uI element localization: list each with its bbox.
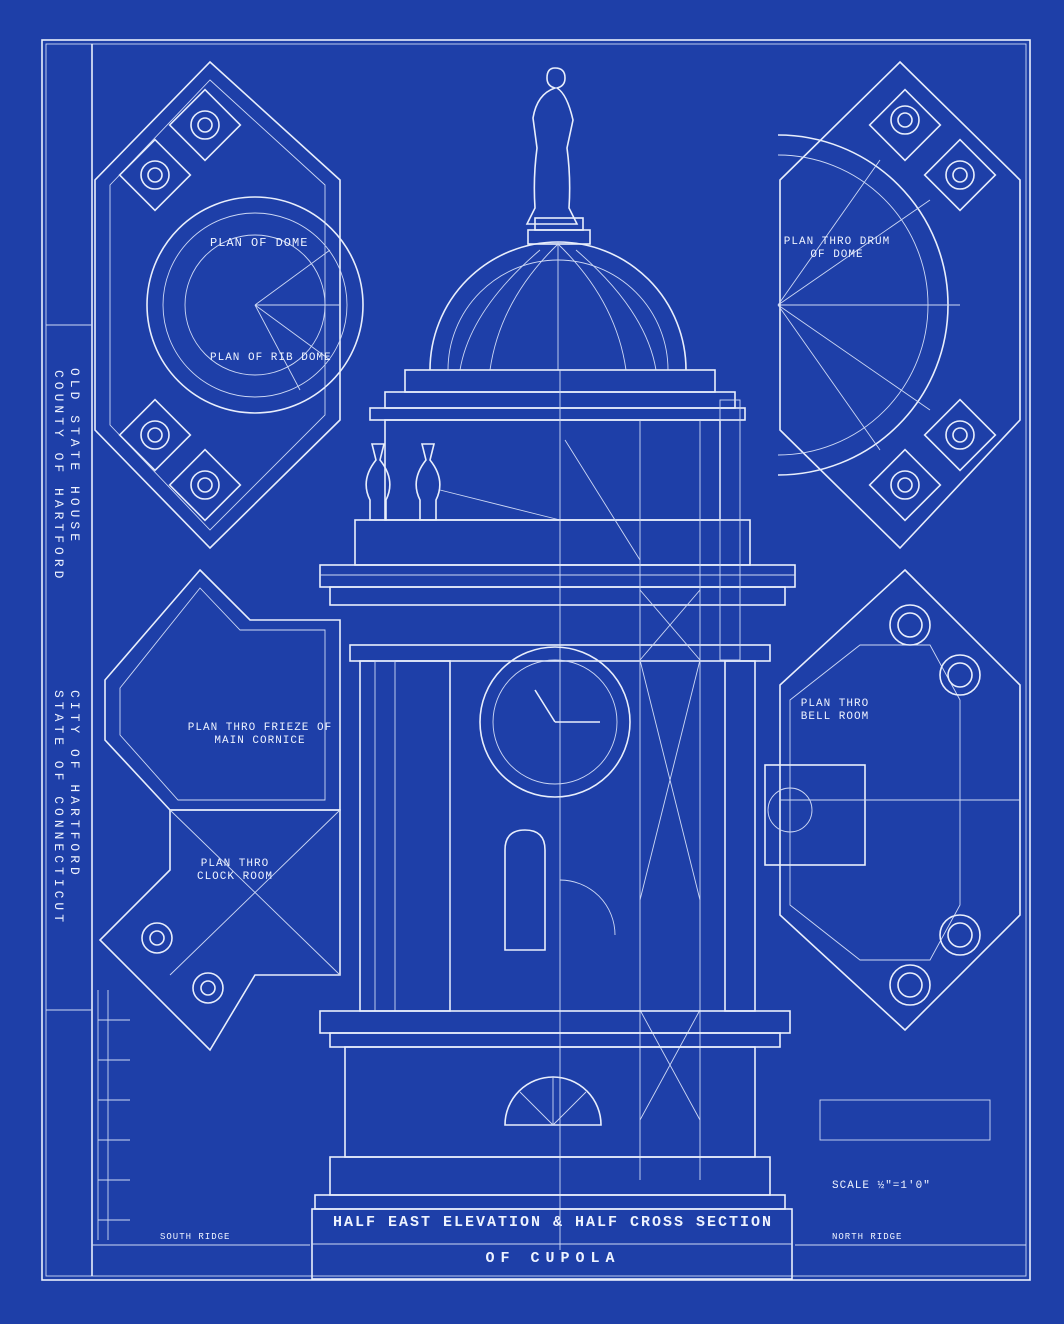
- label-plan-drum: PLAN THRO DRUM OF DOME: [783, 236, 891, 262]
- inner-border: [45, 43, 1027, 1277]
- cupola-elevation: [311, 67, 796, 1280]
- label-plan-clock-room: PLAN THRO CLOCK ROOM: [196, 858, 273, 884]
- sidebar-old-state-house: OLD STATE HOUSE: [67, 368, 82, 546]
- label-plan-frieze: PLAN THRO FRIEZE OF MAIN CORNICE: [187, 722, 333, 748]
- label-south-ridge: SOUTH RIDGE: [160, 1232, 231, 1242]
- drawing-subtitle: OF CUPOLA: [485, 1250, 621, 1267]
- plan-of-drum: [777, 60, 1021, 550]
- drawing-title: HALF EAST ELEVATION & HALF CROSS SECTION: [332, 1214, 774, 1231]
- label-plan-of-dome: PLAN OF DOME: [210, 236, 309, 250]
- label-north-ridge: NORTH RIDGE: [832, 1232, 903, 1242]
- label-plan-of-rib-dome: PLAN OF RIB DOME: [210, 352, 332, 364]
- sidebar-city: CITY OF HARTFORD: [67, 690, 82, 879]
- plan-of-dome: [94, 60, 364, 550]
- plan-frieze-and-clock-room: [98, 568, 341, 1052]
- label-plan-bell-room: PLAN THRO BELL ROOM: [800, 698, 870, 724]
- outer-border: [41, 39, 1031, 1281]
- sidebar-state: STATE OF CONNECTICUT: [51, 690, 66, 927]
- scale-ruler: [92, 990, 1026, 1246]
- label-scale: SCALE ½"=1'0": [832, 1180, 931, 1192]
- sidebar-county: COUNTY OF HARTFORD: [51, 370, 66, 583]
- plan-bell-room: [764, 568, 1021, 1032]
